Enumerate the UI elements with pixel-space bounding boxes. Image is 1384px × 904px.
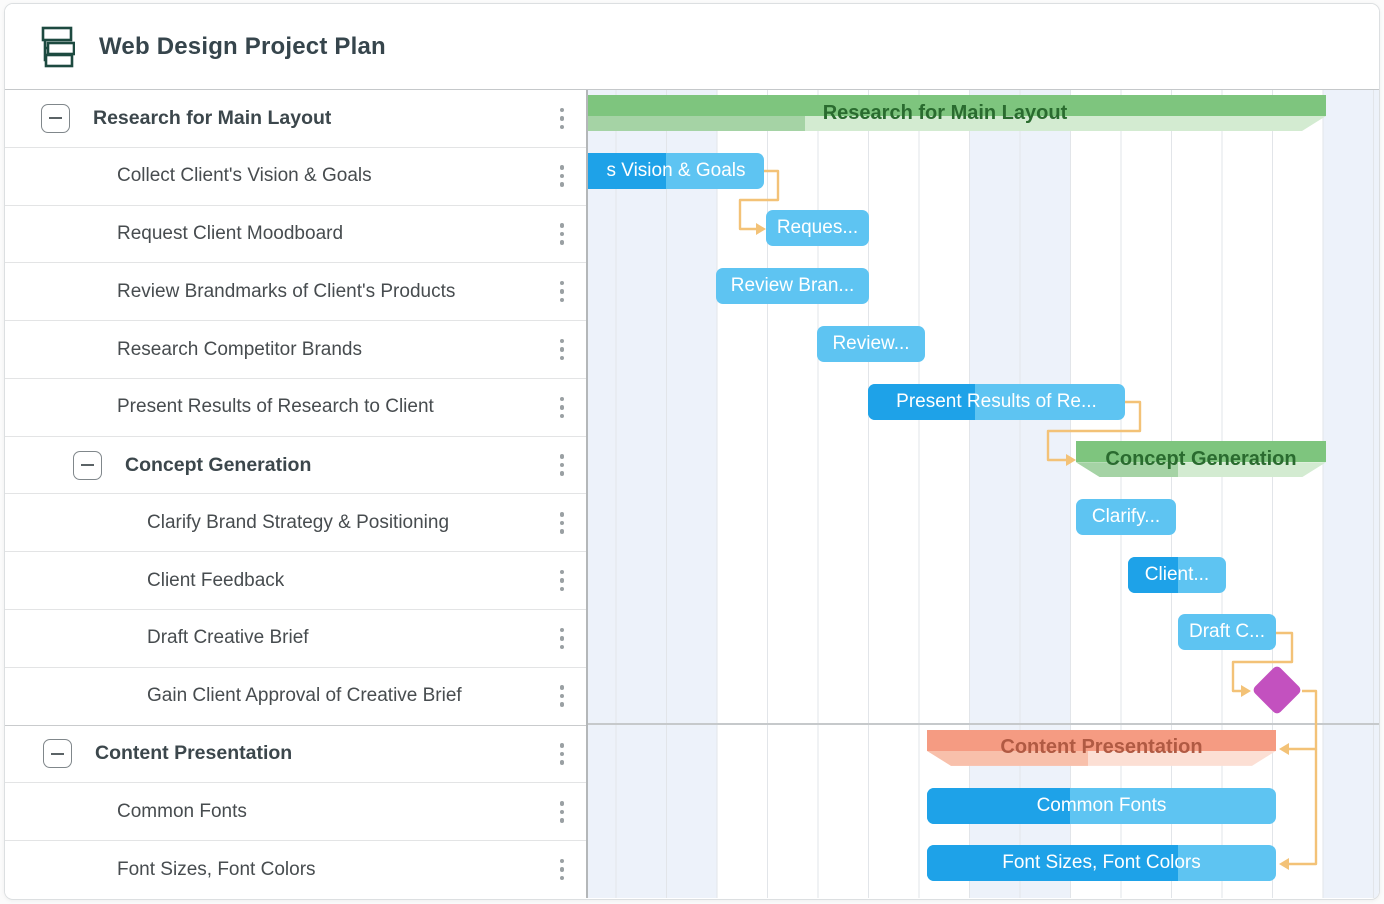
- task-row-9[interactable]: Client Feedback: [5, 552, 586, 611]
- summary-bar-row-12[interactable]: Content Presentation: [927, 729, 1276, 766]
- task-label: Research for Main Layout: [93, 106, 332, 129]
- row-menu-dots-icon[interactable]: [554, 335, 571, 365]
- bar-label: Common Fonts: [1036, 794, 1167, 816]
- row-menu-dots-icon[interactable]: [554, 624, 571, 654]
- summary-bar-row-7[interactable]: Concept Generation: [1076, 441, 1326, 477]
- task-label: Common Fonts: [117, 800, 247, 822]
- task-bar-row-3[interactable]: Reques...: [766, 210, 869, 247]
- task-row-14[interactable]: Font Sizes, Font Colors: [5, 841, 586, 898]
- task-row-12[interactable]: Content Presentation: [5, 724, 586, 784]
- dependency-connectors: [738, 169, 1318, 870]
- row-menu-dots-icon[interactable]: [554, 855, 571, 885]
- task-bar-row-2[interactable]: s Vision & Goals: [588, 152, 764, 189]
- collapse-minus-button[interactable]: [41, 103, 70, 133]
- task-row-4[interactable]: Review Brandmarks of Client's Products: [5, 263, 586, 322]
- bar-label: Client...: [1144, 563, 1210, 585]
- bar-label: Reques...: [776, 217, 859, 239]
- section-separator: [588, 723, 1379, 725]
- bar-label: Concept Generation: [1105, 447, 1297, 470]
- header: Web Design Project Plan: [5, 4, 1379, 90]
- row-menu-dots-icon[interactable]: [554, 566, 571, 596]
- task-label: Research Competitor Brands: [117, 338, 362, 360]
- connector-arrowhead-icon: [1279, 743, 1289, 755]
- bar-label: Content Presentation: [1000, 736, 1203, 759]
- task-label: Review Brandmarks of Client's Products: [117, 280, 456, 302]
- task-row-2[interactable]: Collect Client's Vision & Goals: [5, 147, 586, 206]
- row-menu-dots-icon[interactable]: [554, 739, 571, 769]
- task-label: Client Feedback: [147, 569, 285, 591]
- task-label: Clarify Brand Strategy & Positioning: [147, 511, 450, 533]
- connector-milestone-to-content: [1289, 689, 1318, 751]
- connector-arrowhead-icon: [1279, 858, 1289, 870]
- task-bar-row-14[interactable]: Font Sizes, Font Colors: [927, 845, 1276, 882]
- collapse-minus-button[interactable]: [73, 450, 102, 480]
- collapse-minus-button[interactable]: [43, 739, 72, 769]
- task-label: Concept Generation: [125, 453, 312, 476]
- bar-label: Review Bran...: [730, 275, 855, 297]
- connector-milestone-to-font-sizes: [1289, 749, 1318, 866]
- task-row-8[interactable]: Clarify Brand Strategy & Positioning: [5, 494, 586, 553]
- bar-label: Present Results of Re...: [896, 390, 1097, 412]
- task-bar-row-8[interactable]: Clarify...: [1076, 499, 1176, 535]
- connector-arrowhead-icon: [1066, 454, 1076, 466]
- row-menu-dots-icon[interactable]: [554, 277, 571, 307]
- task-label: Request Client Moodboard: [117, 222, 344, 244]
- bar-label: Font Sizes, Font Colors: [1002, 852, 1201, 874]
- task-row-13[interactable]: Common Fonts: [5, 783, 586, 842]
- summary-bar-row-1[interactable]: Research for Main Layout: [588, 95, 1326, 131]
- task-bar-row-10[interactable]: Draft C...: [1178, 614, 1276, 651]
- task-label: Gain Client Approval of Creative Brief: [147, 685, 462, 707]
- bar-label: Research for Main Layout: [822, 101, 1068, 124]
- task-bar-row-13[interactable]: Common Fonts: [927, 787, 1276, 824]
- milestone-diamond[interactable]: [1251, 664, 1303, 716]
- task-bar-row-9[interactable]: Client...: [1128, 556, 1226, 593]
- row-menu-dots-icon[interactable]: [554, 161, 571, 191]
- gantt-chart: Research for Main Layout s Vision & Goals…: [588, 90, 1379, 898]
- app-window: Web Design Project Plan Research for Mai…: [4, 3, 1380, 900]
- row-menu-dots-icon[interactable]: [554, 393, 571, 423]
- project-hierarchy-icon: [41, 26, 75, 67]
- task-bar-row-4[interactable]: Review Bran...: [716, 268, 869, 305]
- bar-label: Clarify...: [1091, 506, 1161, 527]
- task-label: Content Presentation: [95, 742, 293, 765]
- task-label: Font Sizes, Font Colors: [117, 858, 316, 880]
- task-label: Draft Creative Brief: [147, 627, 309, 649]
- task-bar-row-6[interactable]: Present Results of Re...: [868, 383, 1125, 420]
- task-label: Present Results of Research to Client: [117, 396, 434, 418]
- minus-icon: [81, 464, 94, 467]
- task-row-5[interactable]: Research Competitor Brands: [5, 321, 586, 379]
- row-menu-dots-icon[interactable]: [554, 681, 571, 711]
- row-menu-dots-icon[interactable]: [554, 797, 571, 827]
- page-title: Web Design Project Plan: [99, 32, 386, 60]
- row-menu-dots-icon[interactable]: [554, 508, 571, 538]
- task-bar-row-5[interactable]: Review...: [817, 325, 925, 362]
- task-row-3[interactable]: Request Client Moodboard: [5, 205, 586, 264]
- connector-arrowhead-icon: [1241, 685, 1251, 697]
- bar-label: Review...: [832, 332, 910, 354]
- bar-label: s Vision & Goals: [606, 159, 746, 181]
- task-row-6[interactable]: Present Results of Research to Client: [5, 378, 586, 437]
- task-row-1[interactable]: Research for Main Layout: [5, 90, 586, 148]
- task-row-7[interactable]: Concept Generation: [5, 436, 586, 495]
- task-label: Collect Client's Vision & Goals: [117, 165, 372, 187]
- minus-icon: [51, 752, 64, 755]
- task-row-11[interactable]: Gain Client Approval of Creative Brief: [5, 667, 586, 726]
- connector-arrowhead-icon: [756, 223, 766, 235]
- row-menu-dots-icon[interactable]: [554, 104, 571, 134]
- row-menu-dots-icon[interactable]: [554, 450, 571, 480]
- row-menu-dots-icon[interactable]: [554, 219, 571, 249]
- task-row-10[interactable]: Draft Creative Brief: [5, 610, 586, 668]
- minus-icon: [49, 117, 62, 120]
- bar-label: Draft C...: [1188, 621, 1265, 643]
